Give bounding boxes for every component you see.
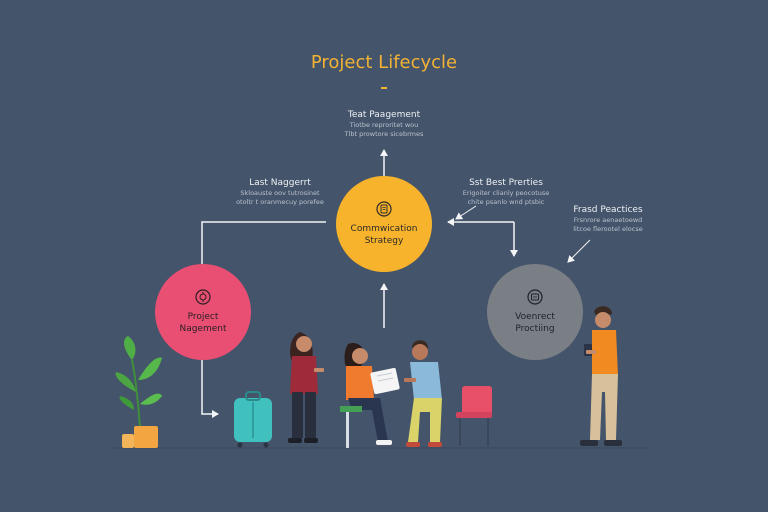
document-gear-icon <box>376 201 392 217</box>
node-left-label: Project Nagement <box>179 312 227 334</box>
annotation-far-right-desc1: Frsnrore aenaetoewd <box>573 216 643 224</box>
red-chair-illustration <box>456 386 492 446</box>
node-right-label: Voenrect Proctiing <box>515 312 555 334</box>
annotation-left-heading: Last Naggerrt <box>249 178 311 188</box>
arrow-left-down <box>201 360 219 418</box>
annotation-mid-right: Sst Best Prerties Erigoiter clianly peoc… <box>452 178 560 207</box>
annotation-mid-right-heading: Sst Best Prerties <box>469 178 543 188</box>
annotation-top-desc2: Tlbt prowtore sicebrmes <box>344 130 424 138</box>
annotation-far-right-desc2: litcoe flerootel elocse <box>573 225 643 233</box>
node-process-practices[interactable]: Voenrect Proctiing <box>487 264 583 360</box>
node-communication-strategy[interactable]: Commwication Strategy <box>336 176 432 272</box>
annotation-left-desc2: otoltr t oranmecuy porefee <box>236 198 324 206</box>
plant-illustration <box>115 336 162 448</box>
process-icon <box>527 289 543 305</box>
node-center-label: Commwication Strategy <box>350 224 418 246</box>
annotation-left-desc1: Skloauste oov tutrosinet <box>240 189 320 197</box>
node-project-management[interactable]: Project Nagement <box>155 264 251 360</box>
person-woman-seated <box>340 342 400 448</box>
diagram-title: Project Lifecycle <box>310 52 458 73</box>
gear-icon <box>195 289 211 305</box>
pointer-mid-right <box>455 205 477 220</box>
person-man-seated <box>404 340 442 447</box>
title-underline <box>381 87 387 89</box>
annotation-top: Teat Paagement Tiotbe reproritet wou Tlb… <box>318 110 450 139</box>
pointer-far-right <box>567 239 591 263</box>
person-man-standing <box>580 306 622 446</box>
annotation-left: Last Naggerrt Skloauste oov tutrosinet o… <box>226 178 334 207</box>
person-woman-standing <box>288 332 324 443</box>
annotation-top-heading: Teat Paagement <box>347 110 421 120</box>
connector-left <box>201 221 326 264</box>
annotation-far-right-heading: Frasd Peactices <box>573 205 643 215</box>
annotation-mid-right-desc2: chite psanlo wnd ptsbic <box>467 198 545 206</box>
annotation-top-desc1: Tiotbe reproritet wou <box>349 121 419 129</box>
annotation-mid-right-desc1: Erigoiter clianly peocotuse <box>462 189 550 197</box>
annotation-far-right: Frasd Peactices Frsnrore aenaetoewd litc… <box>560 205 656 234</box>
luggage-illustration <box>234 391 272 448</box>
